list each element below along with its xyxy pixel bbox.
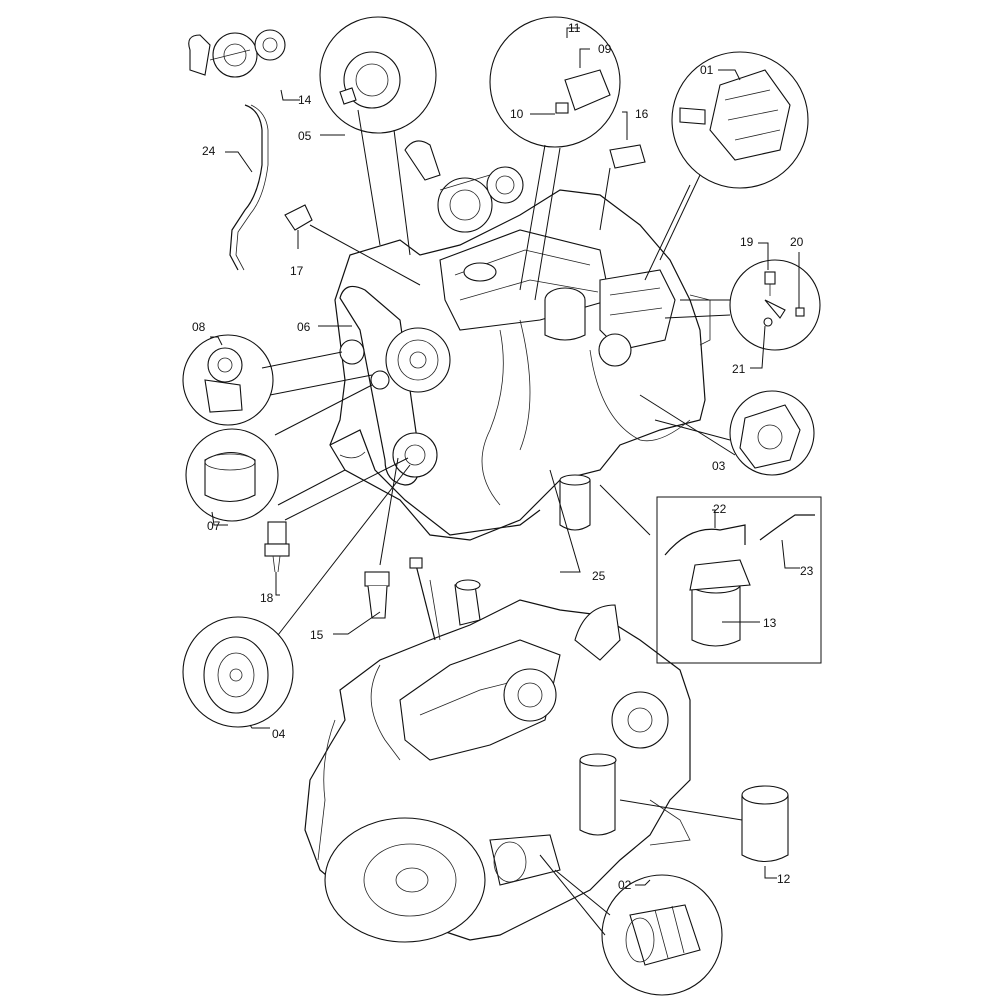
label-12: 12 <box>777 872 791 886</box>
label-04: 04 <box>272 727 286 741</box>
label-20: 20 <box>790 235 804 249</box>
label-07: 07 <box>207 519 221 533</box>
turbocharger-lower <box>503 604 621 722</box>
callout-damper-04 <box>182 616 294 728</box>
leader-lines <box>210 27 800 936</box>
label-17: 17 <box>290 264 304 278</box>
part-turbocharger-14 <box>188 29 286 78</box>
fuel-filter-kit-box <box>656 496 822 664</box>
label-13: 13 <box>763 616 777 630</box>
callout-pump-03 <box>729 390 815 476</box>
turbocharger-upper <box>404 140 524 233</box>
label-24: 24 <box>202 144 216 158</box>
label-05: 05 <box>298 129 312 143</box>
label-22: 22 <box>713 502 727 516</box>
label-15: 15 <box>310 628 324 642</box>
label-10: 10 <box>510 107 524 121</box>
fuel-filter-lower <box>579 753 617 836</box>
label-14: 14 <box>298 93 312 107</box>
belt-and-pulleys <box>339 285 451 486</box>
label-06: 06 <box>297 320 311 334</box>
label-23: 23 <box>800 564 814 578</box>
alternator-lower <box>611 691 669 749</box>
lower-engine-assembly <box>304 579 691 943</box>
label-02: 02 <box>618 878 632 892</box>
starter-mounted <box>489 834 561 886</box>
label-08: 08 <box>192 320 206 334</box>
part-oil-pipe-24 <box>229 104 263 271</box>
part-oil-filter-12 <box>741 785 789 863</box>
part-labels: 01 02 03 04 05 06 07 08 09 10 11 12 13 1… <box>192 21 814 892</box>
label-01: 01 <box>700 63 714 77</box>
label-18: 18 <box>260 591 274 605</box>
oil-filter-upper <box>544 287 591 531</box>
label-16: 16 <box>635 107 649 121</box>
part-sensor-18 <box>264 521 290 573</box>
callout-alternator-05 <box>319 16 437 134</box>
label-21: 21 <box>732 362 746 376</box>
callout-starter-02 <box>601 874 723 996</box>
part-sensor-15 <box>364 571 390 619</box>
injection-pump <box>598 269 676 367</box>
flywheel <box>324 817 486 943</box>
part-sender-17 <box>284 204 313 231</box>
upper-engine-assembly <box>329 140 711 541</box>
label-09: 09 <box>598 42 612 56</box>
part-bracket-16 <box>609 144 646 169</box>
callout-tensioner-08 <box>182 334 274 426</box>
callout-fasteners-19-20-21 <box>729 259 821 351</box>
callout-idler-07 <box>185 428 279 522</box>
label-11: 11 <box>568 21 581 35</box>
label-19: 19 <box>740 235 754 249</box>
label-03: 03 <box>712 459 726 473</box>
callout-bracket-09-10-11 <box>489 16 621 148</box>
label-25: 25 <box>592 569 606 583</box>
callout-pump-01 <box>671 51 809 189</box>
